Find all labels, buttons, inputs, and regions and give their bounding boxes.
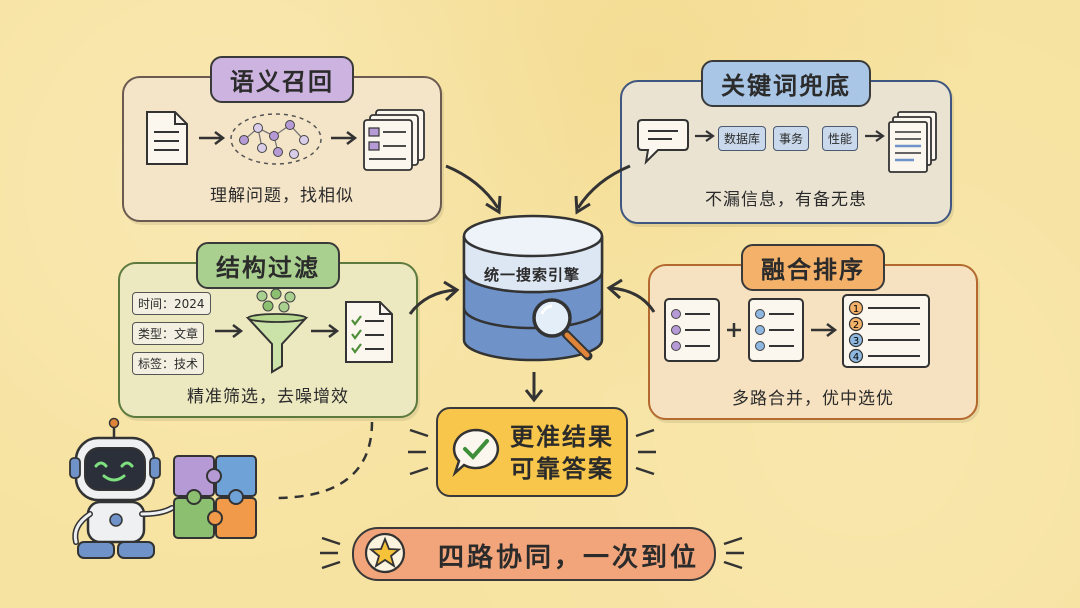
result-line-1: 更准结果 — [510, 423, 614, 451]
magnifier-icon — [532, 298, 593, 361]
result-text: 更准结果 可靠答案 — [510, 421, 614, 485]
robot-icon — [69, 417, 175, 559]
database-icon — [462, 214, 604, 362]
semantic-recall-title: 语义召回 — [210, 56, 354, 103]
checklist-icon — [345, 301, 393, 363]
result-line-2: 可靠答案 — [510, 455, 614, 483]
rank-fusion-title: 融合排序 — [741, 244, 885, 291]
structure-filter-caption: 精准筛选，去噪增效 — [187, 387, 349, 407]
arrow-rank-to-engine — [606, 278, 656, 313]
semantic-recall-caption: 理解问题，找相似 — [210, 186, 354, 206]
arrow-right-icon — [695, 130, 715, 142]
list-icon — [748, 298, 804, 362]
plus-icon — [727, 323, 741, 337]
ranked-list-icon: 1 2 3 4 — [842, 294, 930, 368]
cluster-icon — [230, 113, 322, 165]
arrow-right-icon — [811, 323, 838, 337]
rank-number: 4 — [853, 352, 859, 363]
rank-number: 2 — [853, 320, 859, 331]
unified-search-engine-label: 统一搜索引擎 — [483, 266, 580, 284]
funnel-icon — [245, 288, 309, 374]
structure-filter-title: 结构过滤 — [196, 242, 340, 289]
keyword-chip: 事务 — [773, 126, 810, 151]
slogan-text: 四路协同，一次到位 — [438, 543, 700, 573]
file-list-icon — [888, 111, 937, 173]
keyword-chip: 性能 — [822, 126, 859, 151]
result-box: 更准结果 可靠答案 — [436, 407, 628, 497]
keyword-fallback-caption: 不漏信息，有备无患 — [705, 190, 867, 210]
puzzle-icon — [173, 455, 257, 539]
chat-bubble-icon — [637, 119, 689, 165]
sparkle-lines — [408, 428, 656, 476]
arrow-semantic-to-engine — [445, 164, 502, 215]
stacked-docs-icon — [363, 109, 425, 171]
arrow-right-icon — [331, 131, 358, 145]
check-bubble-icon — [452, 428, 500, 478]
arrow-right-icon — [199, 131, 226, 145]
star-icon — [364, 532, 406, 574]
arrow-engine-to-result — [524, 372, 544, 403]
filter-tag: 时间：2024 — [132, 292, 211, 315]
filter-tag: 类型：文章 — [132, 322, 205, 345]
rank-number: 3 — [853, 336, 859, 347]
document-icon — [146, 111, 188, 165]
keyword-chip: 数据库 — [718, 126, 767, 151]
arrow-keyword-to-engine — [574, 164, 631, 215]
rank-number: 1 — [853, 304, 859, 315]
slogan-banner: 四路协同，一次到位 — [352, 527, 716, 581]
sparkle-lines — [320, 536, 744, 570]
dashed-connector — [273, 421, 374, 500]
arrow-right-icon — [865, 130, 885, 142]
keyword-fallback-title: 关键词兜底 — [701, 60, 871, 107]
arrow-filter-to-engine — [408, 280, 460, 315]
arrow-right-icon — [311, 324, 340, 338]
list-icon — [664, 298, 720, 362]
filter-tag: 标签：技术 — [132, 352, 205, 375]
rank-fusion-caption: 多路合并，优中选优 — [732, 389, 894, 409]
arrow-right-icon — [215, 324, 244, 338]
